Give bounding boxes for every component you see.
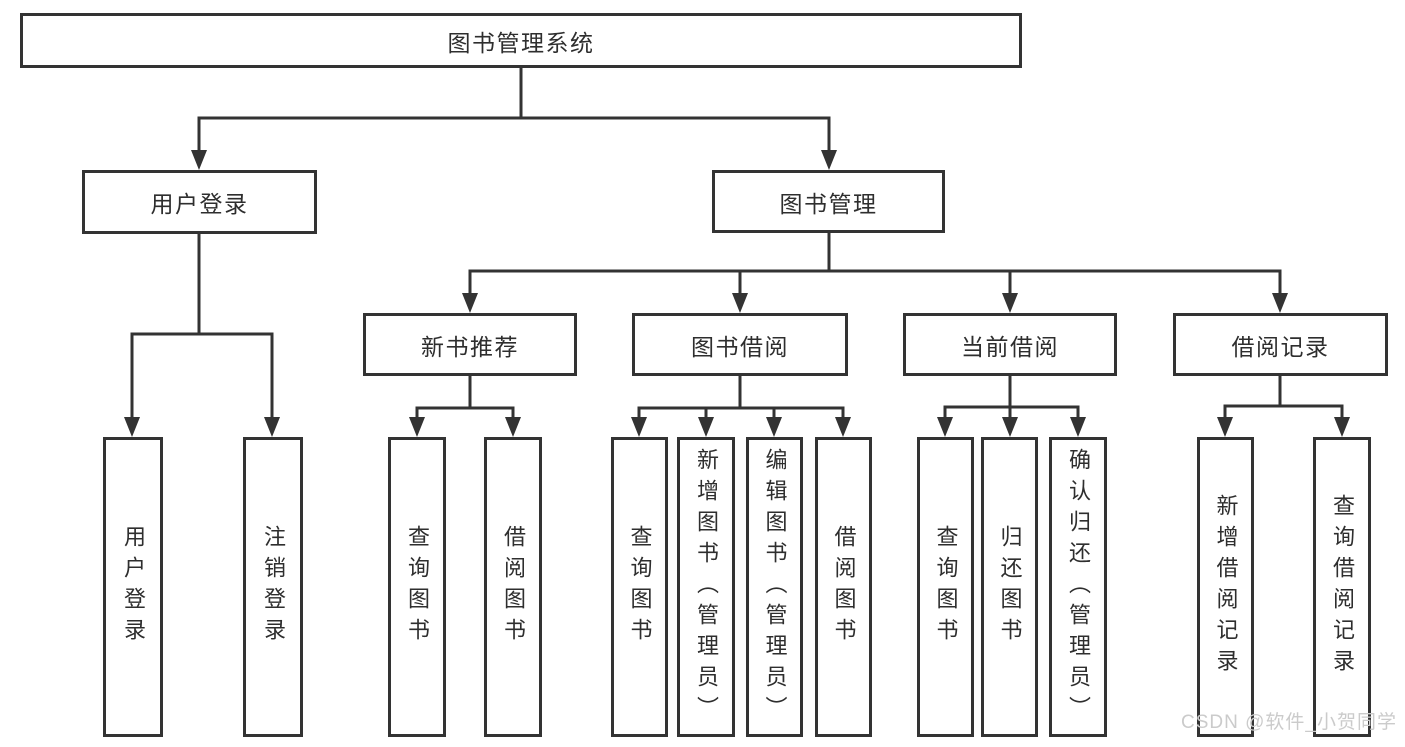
arrowhead [821,150,837,170]
leaf-add-borrow-record: 新增借阅记录 [1197,437,1254,737]
leaf-borrow-books: 借阅图书 [815,437,872,737]
arrowhead [732,293,748,313]
arrowhead [264,417,280,437]
leaf-add-borrow-record-label: 新增借阅记录 [1213,494,1239,680]
connector-user-login-children [124,234,280,437]
node-borrowing-records: 借阅记录 [1173,313,1388,376]
arrowhead [462,293,478,313]
leaf-add-books-admin-label: 新增图书（管理员） [694,447,719,727]
leaf-borrow-books-label: 借阅图书 [831,525,857,649]
csdn-watermark: CSDN @软件_小贺同学 [1181,712,1397,733]
leaf-query-books-current-label: 查询图书 [933,525,959,649]
leaf-query-books-current: 查询图书 [917,437,974,737]
arrowhead [1334,417,1350,437]
arrowhead [937,417,953,437]
arrowhead [835,417,851,437]
node-book-borrowing: 图书借阅 [632,313,848,376]
arrowhead [698,417,714,437]
leaf-query-books-recommend: 查询图书 [388,437,446,737]
arrowhead [631,417,647,437]
node-current-borrowing-label: 当前借阅 [961,333,1059,360]
node-book-management: 图书管理 [712,170,945,233]
arrowhead [191,150,207,170]
leaf-edit-books-admin: 编辑图书（管理员） [746,437,803,737]
arrowhead [505,417,521,437]
arrowhead [1272,293,1288,313]
node-user-login-label: 用户登录 [150,191,249,217]
leaf-logout: 注销登录 [243,437,303,737]
arrowhead [1070,417,1086,437]
arrowhead [124,417,140,437]
leaf-logout-label: 注销登录 [261,525,286,649]
node-new-book-recommendation: 新书推荐 [363,313,577,376]
node-root-label: 图书管理系统 [447,29,595,56]
leaf-return-books: 归还图书 [981,437,1038,737]
arrowhead [1002,293,1018,313]
leaf-query-books-borrow-label: 查询图书 [627,525,653,649]
connector-root-to-level2 [191,68,837,170]
leaf-user-login-label: 用户登录 [121,525,146,649]
node-book-management-label: 图书管理 [779,190,878,217]
arrowhead [1002,417,1018,437]
leaf-confirm-return-admin-label: 确认归还（管理员） [1066,447,1091,727]
node-root: 图书管理系统 [20,13,1022,68]
leaf-return-books-label: 归还图书 [997,525,1023,649]
connector-borrowing-records-children [1217,376,1350,437]
leaf-query-borrow-record-label: 查询借阅记录 [1330,494,1355,680]
leaf-confirm-return-admin: 确认归还（管理员） [1049,437,1107,737]
node-current-borrowing: 当前借阅 [903,313,1117,376]
node-borrowing-records-label: 借阅记录 [1231,333,1330,360]
leaf-user-login: 用户登录 [103,437,163,737]
node-user-login: 用户登录 [82,170,317,234]
leaf-borrow-books-recommend: 借阅图书 [484,437,542,737]
leaf-add-books-admin: 新增图书（管理员） [677,437,735,737]
leaf-query-books-recommend-label: 查询图书 [405,525,430,649]
leaf-borrow-books-recommend-label: 借阅图书 [501,525,526,649]
arrowhead [409,417,425,437]
connector-book-borrowing-children [631,376,851,437]
arrowhead [1217,417,1233,437]
leaf-query-books-borrow: 查询图书 [611,437,668,737]
connector-book-management-children [462,233,1288,313]
connector-current-borrowing-children [937,376,1086,437]
connector-new-book-recommendation-children [409,376,521,437]
node-new-book-recommendation-label: 新书推荐 [421,333,519,360]
node-book-borrowing-label: 图书借阅 [691,333,789,360]
arrowhead [766,417,782,437]
leaf-edit-books-admin-label: 编辑图书（管理员） [762,447,788,727]
leaf-query-borrow-record: 查询借阅记录 [1313,437,1371,737]
